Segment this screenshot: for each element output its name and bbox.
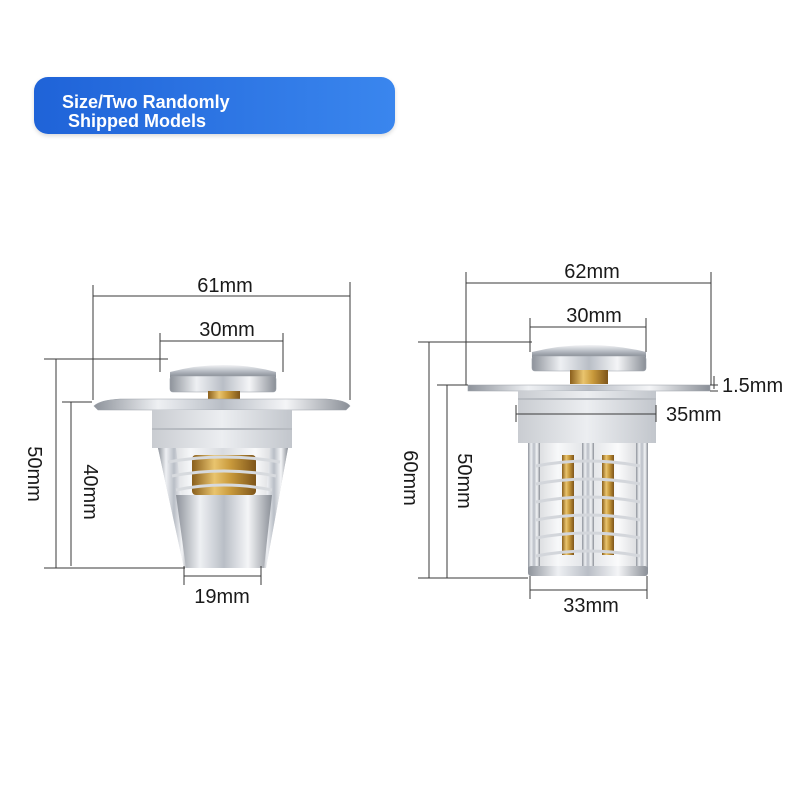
- model-b-brass-stem: [570, 370, 608, 384]
- model-b-drain-stopper: [467, 345, 711, 576]
- model-b-flange-thickness-label: 1.5mm: [722, 375, 783, 397]
- model-b-brass-rod-right: [602, 455, 614, 555]
- model-a-cap-body: [169, 375, 277, 393]
- model-a-drain-stopper: [93, 365, 351, 568]
- model-a-dimensions: [44, 282, 351, 585]
- model-a-total-height-label: 50mm: [23, 446, 45, 502]
- model-b-brass-rod-left: [562, 455, 574, 555]
- model-b-cap-width-label: 30mm: [566, 305, 622, 327]
- model-b-bottom-width-label: 33mm: [563, 595, 619, 617]
- model-b-spring: [535, 459, 641, 558]
- model-b-body-width-label: 35mm: [666, 404, 722, 426]
- model-b-body-height-label: 50mm: [453, 453, 475, 509]
- model-b-flange: [467, 384, 711, 392]
- model-a-spring: [167, 455, 281, 492]
- model-b-cage-strut-left: [528, 443, 540, 571]
- model-a-flange: [93, 398, 351, 411]
- model-b-total-height-label: 60mm: [399, 450, 421, 506]
- model-b-dimensions: [418, 272, 718, 599]
- model-a-cap-width-label: 30mm: [199, 319, 255, 341]
- model-b-collar-groove: [518, 398, 656, 400]
- model-a-brass-core: [192, 455, 256, 495]
- model-a-bottom-width-label: 19mm: [194, 586, 250, 608]
- model-a-collar-groove: [152, 428, 292, 430]
- model-b-cap-top: [532, 345, 646, 358]
- model-a-total-width-label: 61mm: [197, 275, 253, 297]
- banner-line-2: Shipped Models: [68, 111, 207, 131]
- model-a-body-height-label: 40mm: [79, 464, 101, 520]
- model-b-total-width-label: 62mm: [564, 261, 620, 283]
- model-b-cap-body: [531, 355, 647, 372]
- model-b-cage-strut-right: [636, 443, 648, 571]
- banner-line-1: Size/Two Randomly: [62, 92, 230, 112]
- model-b-bottom-ring: [528, 566, 648, 576]
- model-a-cap-top: [170, 365, 276, 378]
- model-banner: Size/Two Randomly Shipped Models: [34, 77, 395, 134]
- model-a-lower-body: [176, 495, 272, 568]
- model-b-cage-strut-center: [582, 443, 594, 571]
